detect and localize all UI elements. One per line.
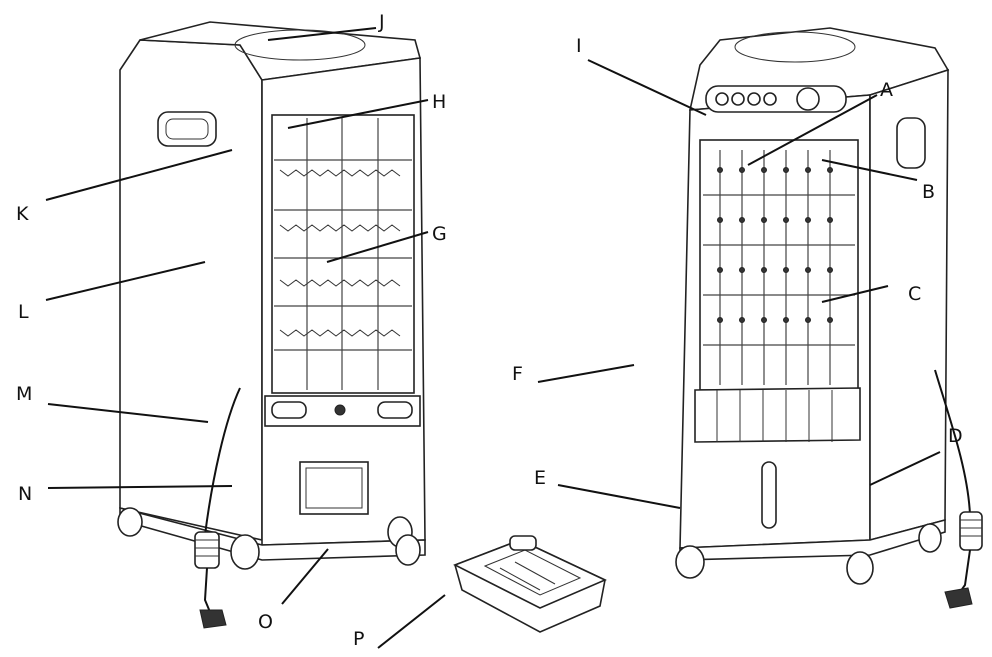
part-labels: J H G K L M N O P I A B C F E D bbox=[16, 11, 963, 650]
label-k: K bbox=[16, 203, 29, 225]
label-f: F bbox=[512, 363, 523, 385]
label-l: L bbox=[18, 301, 29, 323]
front-unit-illustration bbox=[675, 27, 983, 609]
label-c: C bbox=[908, 283, 921, 305]
label-i: I bbox=[576, 35, 582, 57]
label-b: B bbox=[922, 181, 935, 203]
ice-box-illustration bbox=[453, 535, 607, 633]
label-a: A bbox=[880, 79, 893, 101]
label-e: E bbox=[534, 467, 546, 489]
label-n: N bbox=[18, 483, 32, 505]
label-h: H bbox=[432, 91, 446, 113]
label-g: G bbox=[432, 223, 447, 245]
label-o: O bbox=[258, 611, 273, 633]
leader-lines bbox=[45, 27, 941, 649]
label-j: J bbox=[378, 11, 385, 33]
label-d: D bbox=[948, 425, 963, 447]
label-p: P bbox=[353, 628, 364, 650]
rear-unit-illustration bbox=[117, 21, 426, 629]
label-m: M bbox=[16, 383, 32, 405]
